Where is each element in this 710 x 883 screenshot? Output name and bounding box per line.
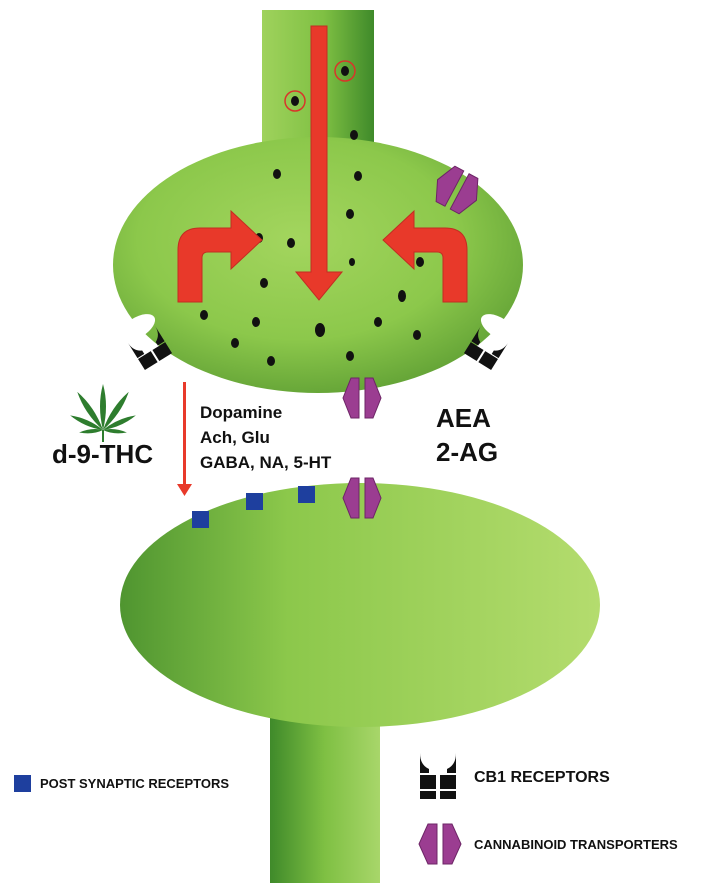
post-synaptic-receptor-icon xyxy=(246,493,263,510)
aea-label: AEA xyxy=(436,403,491,433)
postsynaptic-dendrite xyxy=(270,700,380,883)
2-ag-label: 2-AG xyxy=(436,437,498,467)
cannabinoid-transporter-icon xyxy=(419,824,461,864)
legend-cb1-label: CB1 RECEPTORS xyxy=(474,769,610,787)
neurotransmitter-label-1: Dopamine xyxy=(200,401,282,424)
thc-label: d-9-THC xyxy=(52,439,153,469)
neurotransmitter-label-3: GABA, NA, 5-HT xyxy=(200,451,331,474)
post-synaptic-receptor-icon xyxy=(192,511,209,528)
post-synaptic-receptor-icon xyxy=(298,486,315,503)
neurotransmitter-label-2: Ach, Glu xyxy=(200,426,270,449)
post-synaptic-receptor-icon xyxy=(14,775,31,792)
cb1-receptor-icon xyxy=(420,753,456,799)
legend-post-synaptic-label: POST SYNAPTIC RECEPTORS xyxy=(40,776,229,791)
legend-transporters-label: CANNABINOID TRANSPORTERS xyxy=(474,837,678,852)
cannabis-leaf-icon xyxy=(69,384,137,442)
neurotransmitter-release-arrow xyxy=(177,382,192,496)
